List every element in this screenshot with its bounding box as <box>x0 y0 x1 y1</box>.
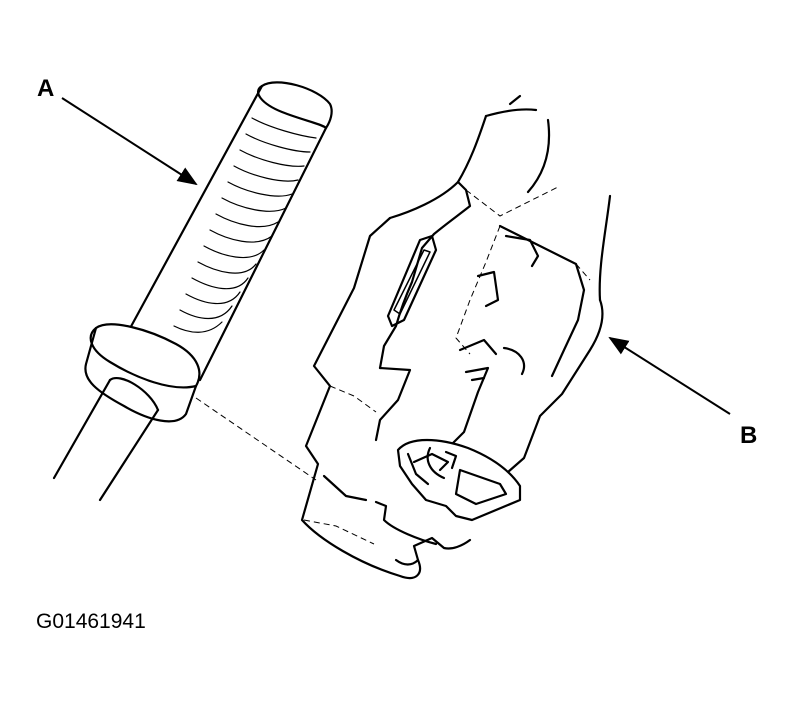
callout-label-b: B <box>740 422 758 449</box>
arrow-a <box>61 97 198 186</box>
arrow-b <box>608 336 731 415</box>
figure-id: G01461941 <box>36 610 146 633</box>
callout-label-a: A <box>37 75 55 102</box>
rod-part-a <box>52 81 333 502</box>
hidden-edge-lines <box>195 185 591 545</box>
connector-part-b <box>300 94 612 580</box>
